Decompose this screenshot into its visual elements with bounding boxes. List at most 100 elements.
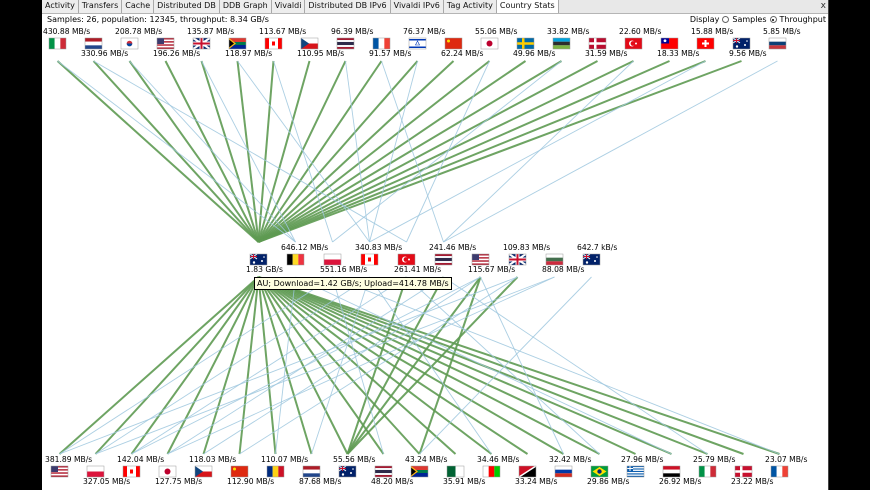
country-flag-icon[interactable] (552, 37, 571, 50)
throughput-label: 5.85 MB/s (763, 27, 801, 36)
tab-distributed-db-ipv6[interactable]: Distributed DB IPv6 (305, 0, 391, 13)
download-edge (258, 60, 634, 243)
download-edge (238, 276, 260, 455)
download-edge (257, 60, 347, 243)
country-flag-icon[interactable] (444, 37, 463, 50)
tab-distributed-db[interactable]: Distributed DB (154, 0, 220, 13)
throughput-label: 135.87 MB/s (187, 27, 234, 36)
country-flag-icon[interactable] (336, 37, 355, 50)
country-flag-icon[interactable] (338, 465, 357, 478)
country-flag-icon[interactable] (194, 465, 213, 478)
upload-edge (131, 276, 481, 455)
tab-vivaldi-ipv6[interactable]: Vivaldi IPv6 (390, 0, 444, 13)
throughput-label: 33.24 MB/s (515, 477, 557, 486)
download-edge (130, 276, 260, 455)
throughput-label: 55.56 MB/s (333, 455, 375, 464)
tab-transfers[interactable]: Transfers (78, 0, 123, 13)
country-flag-icon[interactable] (480, 37, 499, 50)
upload-edge (443, 276, 708, 455)
country-flag-icon[interactable] (471, 253, 490, 266)
country-flag-icon[interactable] (590, 465, 609, 478)
country-flag-icon[interactable] (626, 465, 645, 478)
country-flag-icon[interactable] (286, 253, 305, 266)
throughput-radio[interactable] (769, 16, 777, 23)
throughput-label: 29.86 MB/s (587, 477, 629, 486)
tab-cache[interactable]: Cache (122, 0, 155, 13)
country-flag-icon[interactable] (662, 465, 681, 478)
country-flag-icon[interactable] (264, 37, 283, 50)
throughput-label: 49.96 MB/s (513, 49, 555, 58)
country-flag-icon[interactable] (434, 253, 453, 266)
country-flag-icon[interactable] (249, 253, 268, 266)
download-edge (257, 276, 529, 455)
upload-edge (201, 60, 296, 243)
country-flag-icon[interactable] (698, 465, 717, 478)
country-flag-icon[interactable] (770, 465, 789, 478)
country-flag-icon[interactable] (374, 465, 393, 478)
throughput-label: 32.42 MB/s (549, 455, 591, 464)
country-flag-icon[interactable] (397, 253, 416, 266)
throughput-radio-label[interactable]: Throughput (779, 15, 826, 24)
country-flag-icon[interactable] (408, 37, 427, 50)
tab-tag-activity[interactable]: Tag Activity (443, 0, 497, 13)
country-flag-icon[interactable] (48, 37, 67, 50)
samples-radio[interactable] (722, 16, 730, 23)
samples-radio-label[interactable]: Samples (732, 15, 767, 24)
country-flag-icon[interactable] (518, 465, 537, 478)
country-flag-icon[interactable] (266, 465, 285, 478)
country-flag-icon[interactable] (192, 37, 211, 50)
country-flag-icon[interactable] (302, 465, 321, 478)
country-flag-icon[interactable] (122, 465, 141, 478)
upload-edge (57, 60, 296, 243)
country-flag-icon[interactable] (732, 37, 751, 50)
country-flag-icon[interactable] (696, 37, 715, 50)
country-flag-icon[interactable] (120, 37, 139, 50)
country-flag-icon[interactable] (545, 253, 564, 266)
country-flag-icon[interactable] (86, 465, 105, 478)
upload-edge (443, 60, 634, 243)
country-flag-icon[interactable] (624, 37, 643, 50)
download-edge (258, 276, 780, 455)
country-flag-icon[interactable] (50, 465, 69, 478)
country-flag-icon[interactable] (84, 37, 103, 50)
close-icon[interactable]: x (820, 1, 826, 11)
throughput-label: 33.82 MB/s (547, 27, 589, 36)
country-flag-icon[interactable] (156, 37, 175, 50)
country-flag-icon[interactable] (554, 465, 573, 478)
country-flag-icon[interactable] (446, 465, 465, 478)
upload-edge (332, 276, 780, 455)
country-flag-icon[interactable] (360, 253, 379, 266)
country-flag-icon[interactable] (508, 253, 527, 266)
upload-edge (203, 276, 481, 455)
download-edge (257, 276, 277, 455)
country-flag-icon[interactable] (300, 37, 319, 50)
tab-activity[interactable]: Activity (42, 0, 79, 13)
pane-divider[interactable] (828, 0, 829, 490)
country-flag-icon[interactable] (588, 37, 607, 50)
upload-edge (443, 60, 778, 243)
tab-vivaldi[interactable]: Vivaldi (271, 0, 306, 13)
country-flag-icon[interactable] (230, 465, 249, 478)
country-flag-icon[interactable] (158, 465, 177, 478)
country-flag-icon[interactable] (768, 37, 787, 50)
country-flag-icon[interactable] (582, 253, 601, 266)
country-flag-icon[interactable] (482, 465, 501, 478)
country-flag-icon[interactable] (323, 253, 342, 266)
country-flag-icon[interactable] (228, 37, 247, 50)
throughput-label: 327.05 MB/s (83, 477, 130, 486)
upload-edge (369, 60, 418, 243)
upload-edge (406, 60, 490, 243)
country-flag-icon[interactable] (410, 465, 429, 478)
country-flag-icon[interactable] (660, 37, 679, 50)
tab-country-stats[interactable]: Country Stats (496, 0, 559, 13)
upload-edge (381, 60, 444, 243)
country-flag-icon[interactable] (372, 37, 391, 50)
throughput-label: 646.12 MB/s (281, 243, 328, 252)
country-flag-icon[interactable] (516, 37, 535, 50)
tab-ddb-graph[interactable]: DDB Graph (219, 0, 272, 13)
upload-edge (95, 276, 370, 455)
download-edge (258, 276, 672, 455)
download-edge (257, 60, 527, 243)
country-flag-icon[interactable] (734, 465, 753, 478)
